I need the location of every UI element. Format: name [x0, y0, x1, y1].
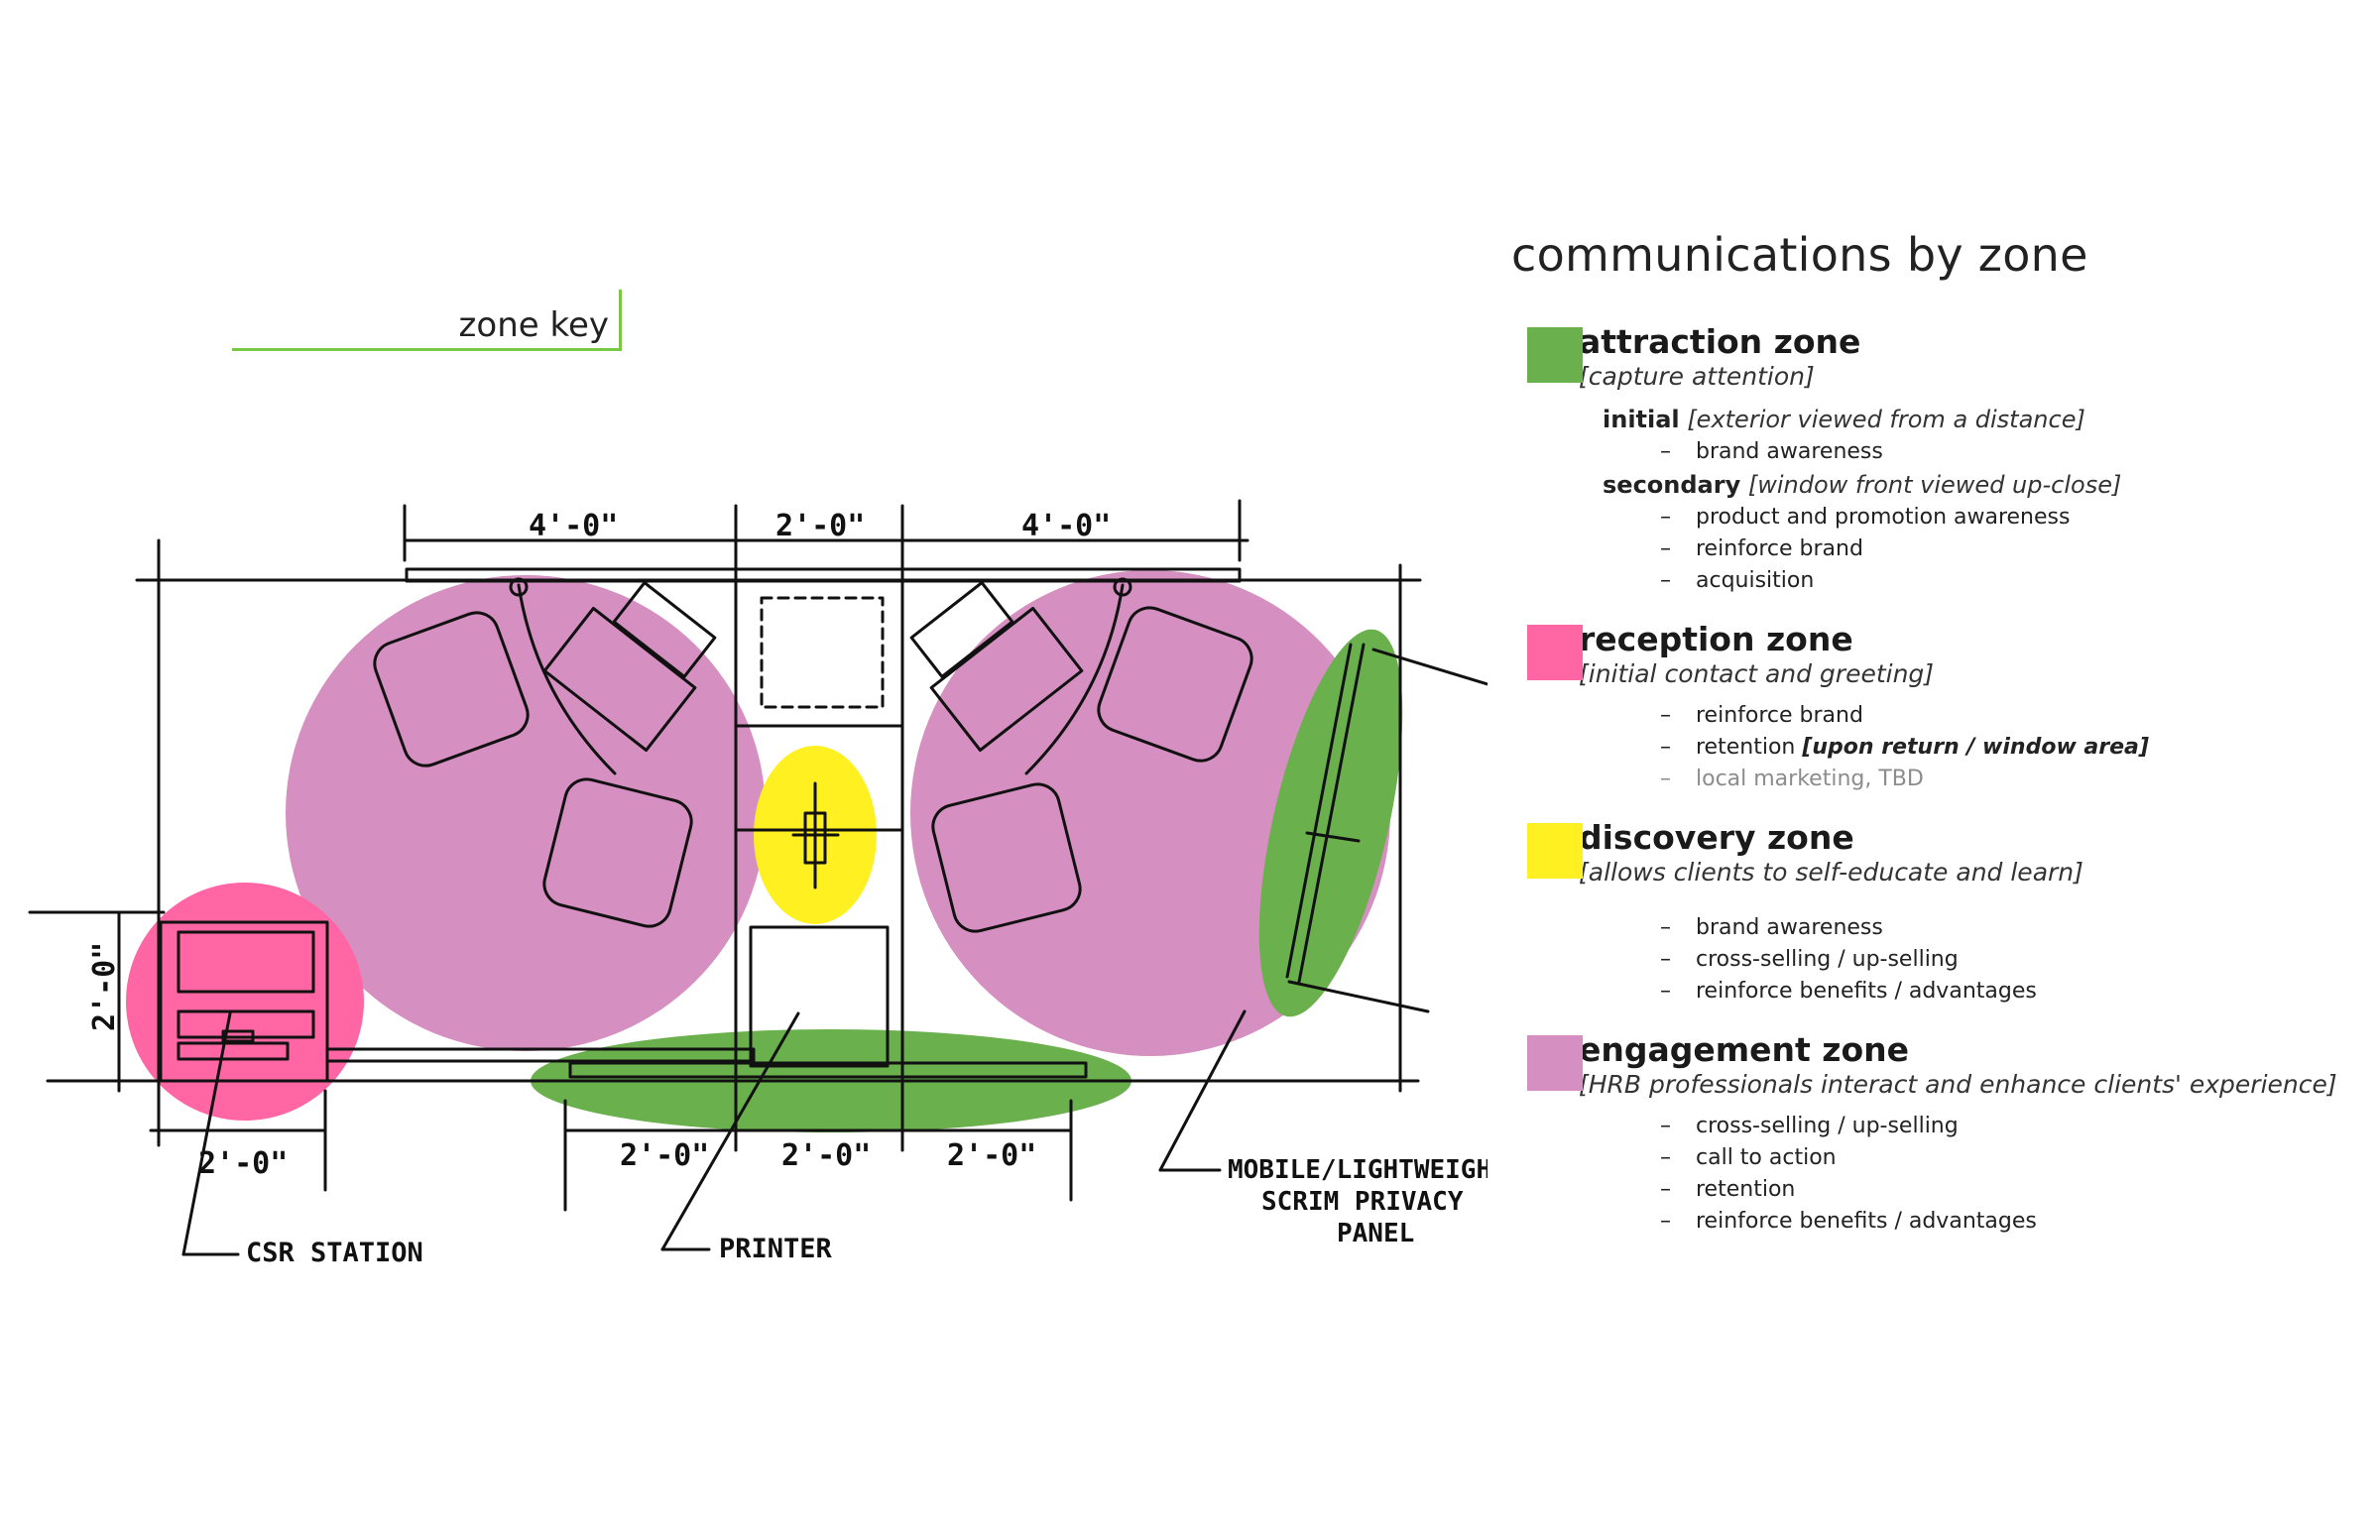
zone-subtitle: [initial contact and greeting]: [1579, 659, 1935, 688]
group-heading: initial [exterior viewed from a distance…: [1603, 403, 2364, 436]
list-item: –product and promotion awareness: [1660, 505, 2071, 530]
zone-subtitle: [capture attention]: [1579, 362, 1815, 391]
list-item: –reinforce benefits / advantages: [1660, 979, 2037, 1004]
group-label: initial: [1603, 406, 1680, 433]
zone-name: discovery zone: [1579, 818, 1854, 857]
panel-label-line1: MOBILE/LIGHTWEIGHT: [1228, 1155, 1488, 1185]
list-item: –brand awareness: [1660, 439, 1883, 464]
zone-legend: communications by zone attraction zone […: [1511, 228, 2364, 1261]
discovery-zone-swatch: [1527, 823, 1583, 879]
retention-note: [upon return / window area]: [1802, 735, 2149, 760]
csr-station-label: CSR STATION: [246, 1238, 423, 1268]
zone-group-initial: initial [exterior viewed from a distance…: [1579, 403, 2364, 468]
zone-item-list: –product and promotion awareness –reinfo…: [1603, 502, 2364, 597]
zone-item-list: –brand awareness: [1603, 436, 2364, 468]
list-item: –brand awareness: [1660, 915, 1883, 940]
dim-top-3: 4'-0": [1021, 509, 1111, 543]
dim-left: 2'-0": [87, 942, 122, 1031]
panel-label-line2: SCRIM PRIVACY: [1261, 1187, 1464, 1217]
list-item: –retention [upon return / window area]: [1660, 735, 2149, 760]
group-heading: secondary [window front viewed up-close]: [1603, 468, 2364, 502]
zone-key-title: zone key: [458, 305, 609, 345]
dim-top-2: 2'-0": [775, 509, 865, 543]
dim-csr: 2'-0": [198, 1146, 288, 1181]
attraction-zone-swatch: [1527, 327, 1583, 383]
list-item: –retention: [1660, 1177, 1796, 1202]
zone-item-list: –reinforce brand –retention [upon return…: [1579, 700, 2364, 795]
engagement-zone-entry: engagement zone [HRB professionals inter…: [1511, 1031, 2364, 1238]
zone-item-list: –brand awareness –cross-selling / up-sel…: [1579, 912, 2364, 1007]
printer-label: PRINTER: [719, 1234, 833, 1264]
list-item: –reinforce benefits / advantages: [1660, 1209, 2037, 1234]
zone-subtitle: [allows clients to self-educate and lear…: [1579, 858, 2083, 887]
engagement-zone-swatch: [1527, 1035, 1583, 1091]
zone-subtitle: [HRB professionals interact and enhance …: [1579, 1070, 2337, 1099]
list-item: –call to action: [1660, 1145, 1837, 1170]
zone-name: engagement zone: [1579, 1030, 1910, 1069]
reception-zone-entry: reception zone [initial contact and gree…: [1511, 621, 2364, 795]
reception-zone: [126, 883, 364, 1121]
list-item: –local marketing, TBD: [1660, 767, 1924, 791]
dim-top-1: 4'-0": [529, 509, 618, 543]
discovery-zone-entry: discovery zone [allows clients to self-e…: [1511, 819, 2364, 1007]
dim-bottom-3: 2'-0": [947, 1138, 1036, 1173]
zone-name: attraction zone: [1579, 322, 1861, 361]
floor-plan-svg: 4'-0" 2'-0" 4'-0" 2'-0" 2'-0" 2'-0" 2'-0…: [28, 499, 1488, 1268]
zone-item-list: –cross-selling / up-selling –call to act…: [1579, 1111, 2364, 1238]
floor-plan-sketch: 4'-0" 2'-0" 4'-0" 2'-0" 2'-0" 2'-0" 2'-0…: [28, 499, 1488, 1268]
group-note: [exterior viewed from a distance]: [1687, 406, 2085, 433]
list-item: –cross-selling / up-selling: [1660, 947, 1959, 972]
zone-name: reception zone: [1579, 620, 1853, 658]
list-item: –cross-selling / up-selling: [1660, 1114, 1959, 1138]
group-note: [window front viewed up-close]: [1747, 471, 2122, 499]
list-item: –acquisition: [1660, 568, 1815, 593]
list-item: –reinforce brand: [1660, 703, 1863, 728]
dim-bottom-2: 2'-0": [781, 1138, 871, 1173]
panel-label-line3: PANEL: [1337, 1219, 1414, 1248]
zone-key-heading: zone key: [232, 290, 622, 351]
reception-zone-swatch: [1527, 625, 1583, 680]
zone-group-secondary: secondary [window front viewed up-close]…: [1579, 468, 2364, 597]
engagement-zone-left: [286, 575, 766, 1051]
list-item: –reinforce brand: [1660, 536, 1863, 561]
attraction-zone-entry: attraction zone [capture attention] init…: [1511, 323, 2364, 597]
group-label: secondary: [1603, 471, 1741, 499]
legend-title: communications by zone: [1511, 228, 2088, 282]
dim-bottom-1: 2'-0": [620, 1138, 709, 1173]
